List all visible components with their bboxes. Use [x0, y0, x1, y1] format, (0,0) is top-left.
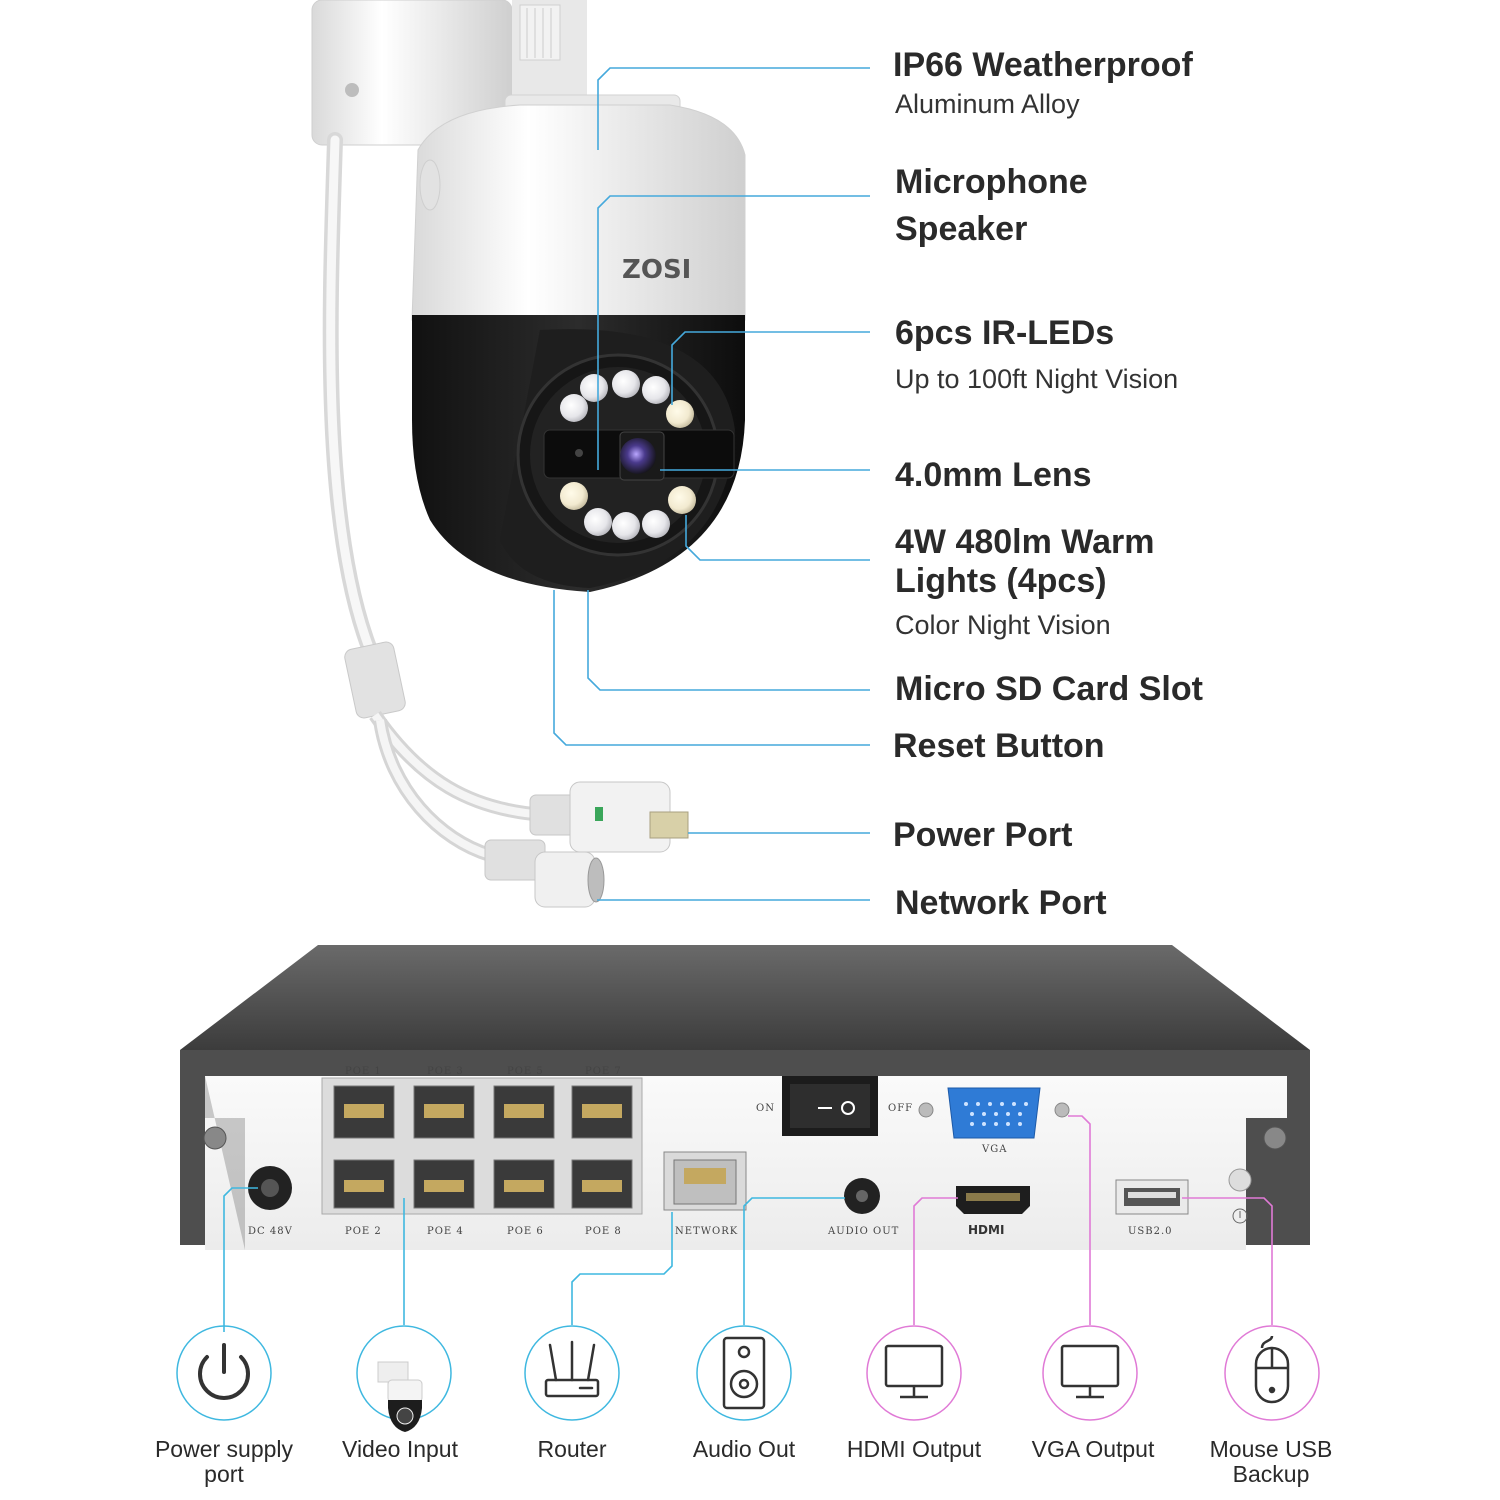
vga-monitor-icon [1060, 1344, 1120, 1399]
hdmi-monitor-icon [884, 1344, 944, 1399]
dc-label: DC 48V [248, 1226, 293, 1237]
label-router: Router [537, 1436, 607, 1462]
mouse-icon [1254, 1335, 1290, 1404]
network-label: NETWORK [675, 1226, 738, 1237]
camera-illustration: ZOSI [311, 0, 746, 908]
callout-ir-leds: 6pcs IR-LEDs [895, 314, 1115, 352]
power-icon [198, 1343, 250, 1400]
callout-ir-leds-sub: Up to 100ft Night Vision [895, 364, 1179, 394]
off-label: OFF [888, 1103, 913, 1114]
callout-warm-lights-sub: Color Night Vision [895, 610, 1111, 640]
hdmi-circle [866, 1325, 962, 1421]
poe-6-label: POE 6 [507, 1226, 544, 1237]
callout-weatherproof: IP66 Weatherproof [893, 46, 1193, 84]
label-power-supply: Power supply port [154, 1436, 294, 1487]
callout-leader-lines [553, 67, 870, 901]
camera-brand-logo: ZOSI [622, 255, 691, 285]
callout-lens: 4.0mm Lens [895, 456, 1092, 494]
callout-weatherproof-sub: Aluminum Alloy [895, 89, 1080, 119]
vga-circle [1042, 1325, 1138, 1421]
ir-led-ring [560, 370, 696, 540]
label-audio-out: Audio Out [692, 1436, 796, 1462]
usb-label: USB2.0 [1128, 1226, 1173, 1237]
router-icon [544, 1340, 600, 1398]
poe-8-label: POE 8 [585, 1226, 622, 1237]
on-label: ON [756, 1103, 775, 1114]
vga-label: VGA [981, 1144, 1007, 1155]
callout-network-port: Network Port [895, 884, 1107, 922]
router-circle [524, 1325, 620, 1421]
callout-speaker: Speaker [895, 210, 1028, 248]
poe-4-label: POE 4 [427, 1226, 464, 1237]
callout-warm-lights-2: Lights (4pcs) [895, 562, 1107, 600]
audio-out-label: AUDIO OUT [827, 1226, 899, 1237]
callout-microphone: Microphone [895, 163, 1088, 201]
callout-warm-lights: 4W 480lm Warm [895, 523, 1155, 561]
poe-7-label: POE 7 [585, 1066, 622, 1077]
callout-reset: Reset Button [893, 727, 1105, 765]
speaker-icon [722, 1336, 766, 1410]
poe-5-label: POE 5 [507, 1066, 544, 1077]
label-video-input: Video Input [342, 1436, 458, 1462]
poe-ports [333, 1085, 633, 1209]
label-mouse-usb: Mouse USB Backup [1209, 1436, 1333, 1487]
hdmi-label: HDMI [968, 1223, 1004, 1237]
callout-sd-slot: Micro SD Card Slot [895, 670, 1203, 708]
mouse-circle [1224, 1325, 1320, 1421]
callout-power-port: Power Port [893, 816, 1073, 854]
label-hdmi-output: HDMI Output [846, 1436, 982, 1462]
nvr-recorder: POE 1 POE 3 POE 5 POE 7 POE 2 POE 4 POE … [180, 945, 1310, 1250]
poe-1-label: POE 1 [345, 1066, 382, 1077]
label-vga-output: VGA Output [1031, 1436, 1155, 1462]
poe-2-label: POE 2 [345, 1226, 382, 1237]
poe-3-label: POE 3 [427, 1066, 464, 1077]
camera-thumbnail-icon [377, 1361, 423, 1432]
audio-circle [696, 1325, 792, 1421]
power-circle [176, 1325, 272, 1421]
nvr-leader-lines [223, 1115, 1273, 1332]
